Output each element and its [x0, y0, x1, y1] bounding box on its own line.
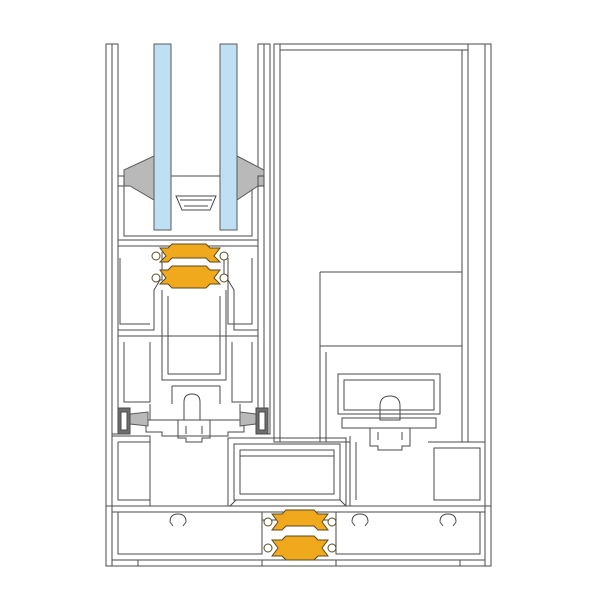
thermal-break-sash	[151, 243, 229, 289]
glazing	[153, 43, 238, 231]
thermal-break-frame	[263, 509, 337, 561]
outer-frame	[105, 43, 492, 567]
glass-pane-inner	[219, 43, 238, 231]
central-frame-block	[227, 437, 347, 507]
sash-left	[111, 43, 271, 443]
glass-pane-outer	[153, 43, 172, 231]
glazing-gasket-left	[123, 155, 155, 201]
rollers	[169, 513, 187, 527]
brush-seals	[117, 407, 269, 435]
sash-right	[273, 43, 485, 506]
glazing-gaskets	[117, 155, 265, 201]
